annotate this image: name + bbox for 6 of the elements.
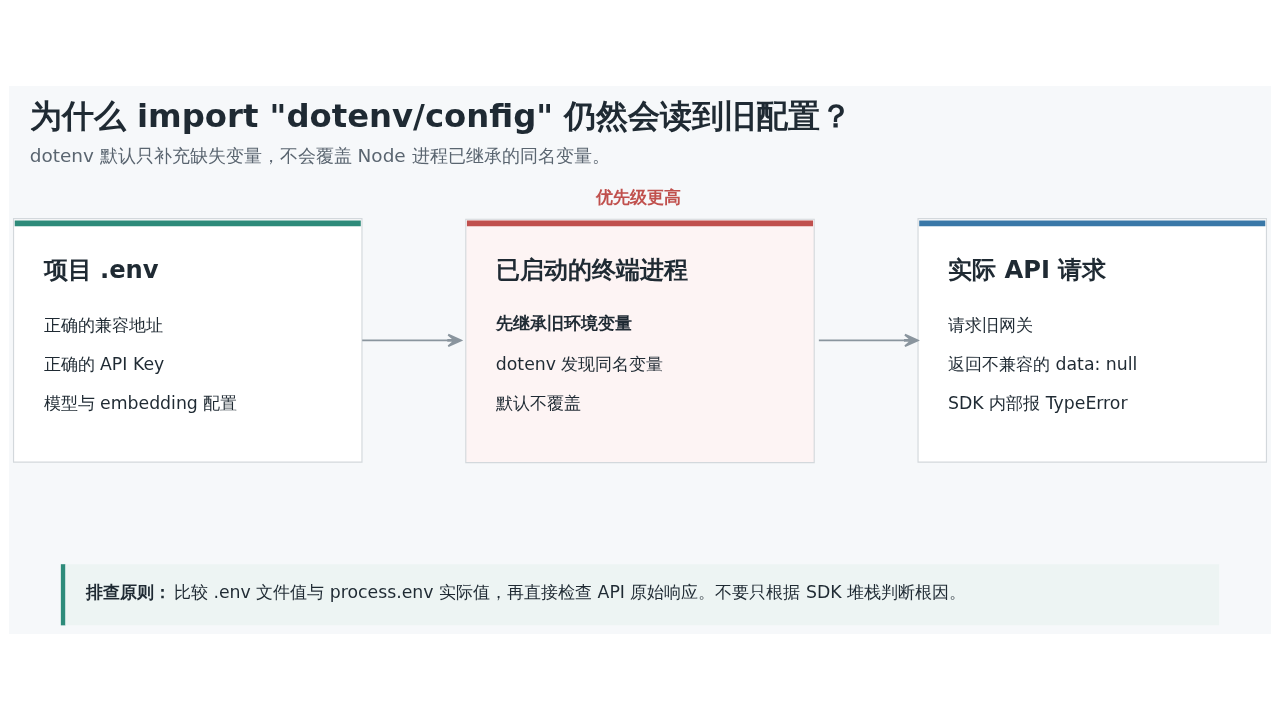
arrow bbox=[817, 333, 919, 348]
node-label: 优先级更高 bbox=[596, 186, 682, 207]
caption: dotenv 默认只补充缺失变量，不会覆盖 Node 进程已继承的同名变量。 bbox=[29, 145, 610, 167]
arrow bbox=[361, 333, 462, 348]
label: 排查原则：比较 .env 文件值与 process.env 实际值，再直接检查 API 原始响应。不要只根据 SDK 堆栈判断根因。 bbox=[86, 581, 967, 602]
diagram-title: 为什么 import "dotenv/config" 仍然会读到旧配置？ bbox=[29, 97, 853, 136]
